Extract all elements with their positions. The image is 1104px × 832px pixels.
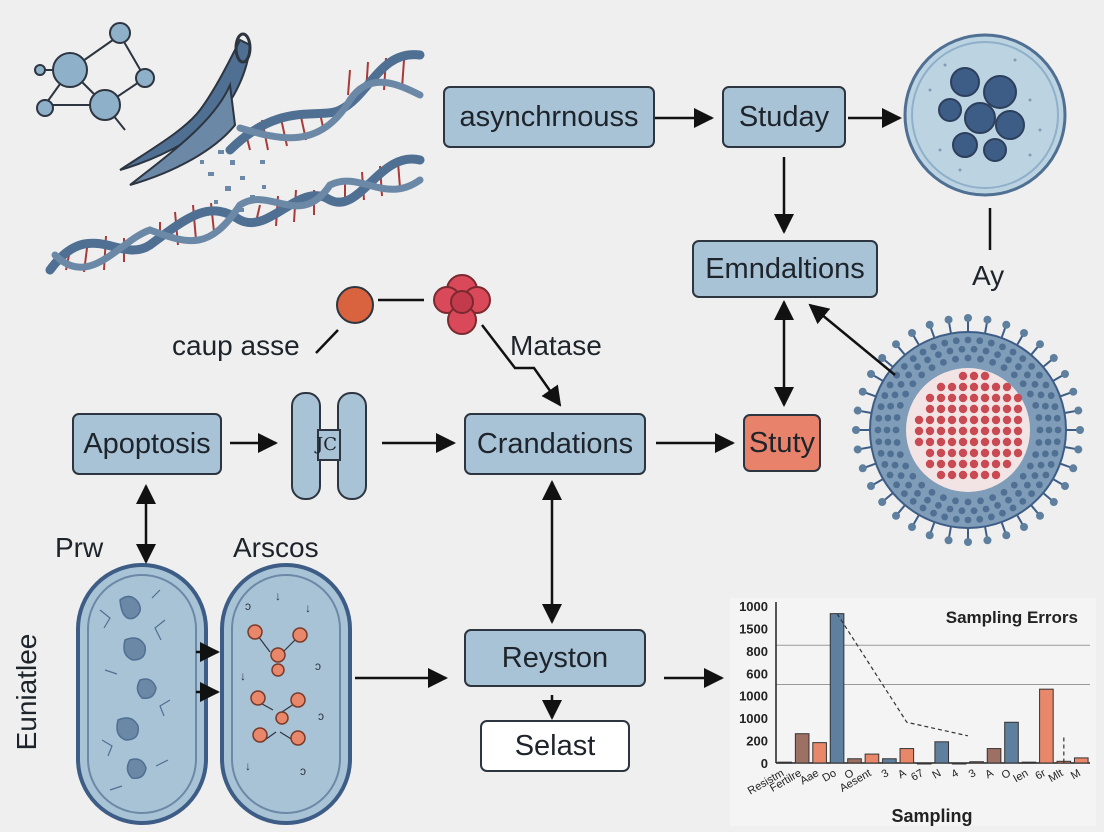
- chart-bar: [777, 761, 793, 764]
- caspase-molecule-icon: [336, 286, 374, 324]
- chart-bar: [829, 613, 845, 764]
- cell-nucleus-icon: [903, 33, 1067, 197]
- x-tick-label: 4: [949, 767, 960, 780]
- chart-trend-line: [836, 613, 969, 737]
- y-tick-label: 1000: [739, 599, 768, 614]
- x-tick-label: 67: [909, 767, 926, 784]
- molecule-icon: [34, 22, 155, 131]
- sampling-errors-chart: 10001500800600100010002000ResistmFertilr…: [730, 598, 1096, 826]
- chart-bar: [794, 733, 810, 764]
- chart-bar: [812, 742, 827, 764]
- chart-bar: [1073, 757, 1089, 764]
- chart-x-label: Sampling: [891, 806, 972, 826]
- chart-bar: [1039, 688, 1054, 764]
- node-apoptosis: Apoptosis: [72, 413, 222, 475]
- chart-bar: [864, 753, 880, 764]
- label-euniatlee: Euniatlee: [11, 633, 42, 751]
- chart-title: Sampling Errors: [946, 608, 1078, 627]
- y-tick-label: 800: [746, 644, 768, 659]
- label-caspase: caup asse: [172, 330, 300, 361]
- cutting-enzyme-icon: [119, 32, 252, 186]
- node-emendations: Emndaltions: [692, 240, 878, 298]
- node-crandations: Crandations: [464, 413, 646, 475]
- dna-helix-lower: [45, 154, 425, 275]
- svg-text:↓: ↓: [240, 669, 246, 683]
- chart-bar: [899, 748, 915, 764]
- node-reyston: Reyston: [464, 629, 646, 687]
- dna-helix-upper: [225, 50, 425, 155]
- y-tick-label: 200: [746, 734, 768, 749]
- label-matase: Matase: [510, 330, 602, 361]
- chart-bar: [916, 762, 932, 765]
- label-ay: Ay: [972, 260, 1005, 291]
- y-tick-label: 1500: [739, 621, 768, 636]
- node-asynchronous: asynchrnouss: [443, 86, 655, 148]
- svg-text:↓: ↓: [305, 601, 311, 615]
- y-tick-label: 1000: [739, 689, 768, 704]
- node-study-orange: Stuty: [743, 414, 821, 472]
- y-tick-label: 1000: [739, 711, 768, 726]
- label-channel-glyph: JC: [316, 434, 337, 455]
- chart-bar: [986, 748, 1002, 764]
- chart-bar: [969, 761, 984, 764]
- x-tick-label: 3: [967, 767, 978, 780]
- bacterium-cell-left: [76, 563, 208, 825]
- chart-bar: [882, 758, 897, 764]
- chart-bar: [1004, 721, 1019, 764]
- chart-bar: [1021, 761, 1037, 764]
- membrane-channel-icon: [291, 392, 367, 500]
- node-selast: Selast: [480, 720, 630, 772]
- svg-text:ɔ: ɔ: [318, 709, 324, 723]
- x-tick-label: 3: [880, 767, 891, 780]
- svg-text:ɔ: ɔ: [245, 599, 251, 613]
- matase-protein-icon: [433, 274, 491, 335]
- flow-arrows: [136, 108, 992, 720]
- svg-text:↓: ↓: [275, 589, 281, 603]
- y-tick-label: 600: [746, 666, 768, 681]
- chart-bar: [951, 762, 967, 765]
- chart-bar: [847, 758, 862, 764]
- bacterium-cell-right: ɔ ↓ ɔ ↓ ɔ ↓ ɔ ↓: [220, 563, 352, 825]
- chart-bar: [934, 741, 950, 764]
- svg-text:ɔ: ɔ: [315, 659, 321, 673]
- y-tick-label: 0: [761, 756, 768, 771]
- label-prw: Prw: [55, 532, 104, 563]
- svg-text:ɔ: ɔ: [300, 764, 306, 778]
- label-arscos: Arscos: [233, 532, 319, 563]
- virus-particle-icon: [852, 314, 1084, 546]
- svg-text:↓: ↓: [245, 759, 251, 773]
- node-study-top: Studay: [722, 86, 846, 148]
